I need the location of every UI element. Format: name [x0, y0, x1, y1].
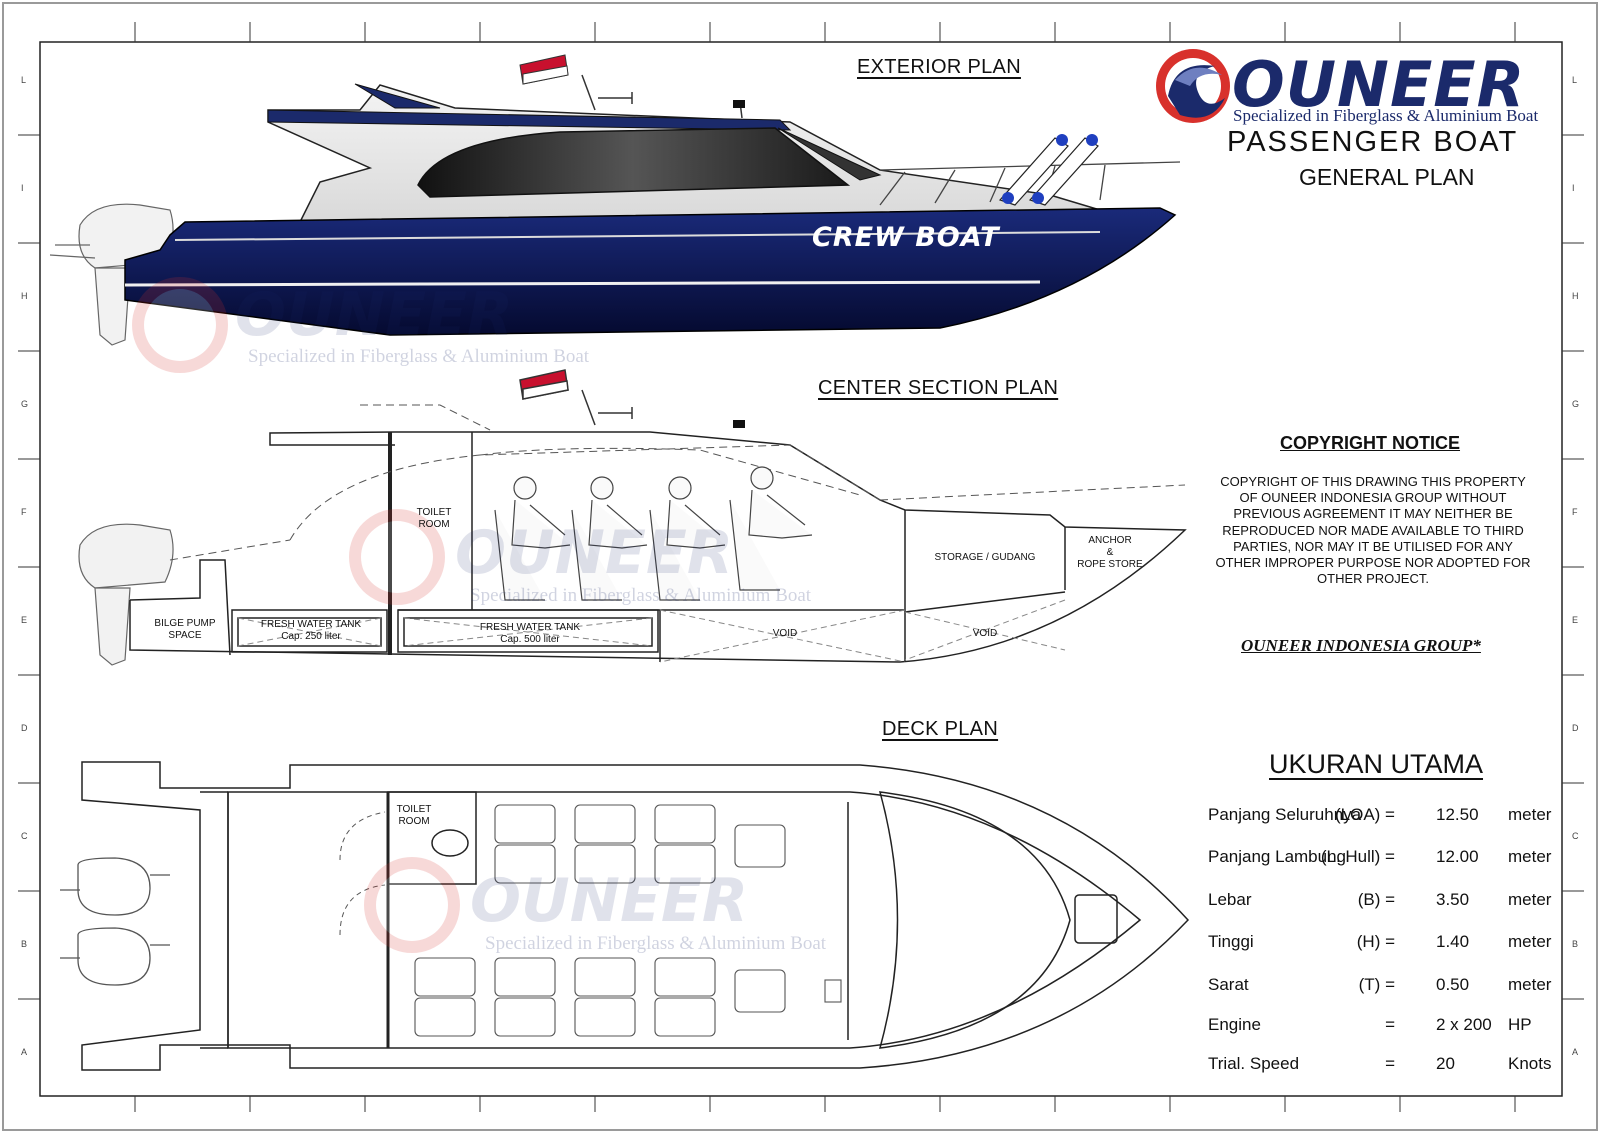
dim-row-speed: Trial. Speed = 20 Knots	[1208, 1054, 1558, 1084]
anchor-rope-store-label: ANCHOR & ROPE STORE	[1077, 535, 1143, 570]
ouneer-logo-emblem	[1156, 49, 1230, 123]
border-letter-right: I	[1572, 183, 1575, 193]
dim-row-engine: Engine = 2 x 200 HP	[1208, 1015, 1558, 1045]
border-ticks	[18, 22, 1584, 1112]
dim-label: Sarat	[1208, 975, 1249, 994]
dim-symbol: (B) =	[1357, 890, 1395, 909]
dim-value: 20	[1436, 1054, 1455, 1073]
border-letter-right: H	[1572, 291, 1579, 301]
outboard-engine-section	[78, 523, 174, 666]
dim-label: Panjang Lambung	[1208, 847, 1347, 866]
border-letter-left: L	[21, 75, 27, 85]
watermark-tagline-1: Specialized in Fiberglass & Aluminium Bo…	[248, 346, 590, 367]
logo-wordmark: OUNEER	[1232, 48, 1526, 121]
storage-label: STORAGE / GUDANG	[934, 552, 1036, 563]
dim-row-breadth: Lebar (B) = 3.50 meter	[1208, 890, 1558, 920]
company-name: OUNEER INDONESIA GROUP*	[1241, 636, 1481, 655]
dim-unit: meter	[1508, 805, 1552, 824]
border-letter-left: C	[21, 831, 28, 841]
dim-symbol: (H) =	[1356, 932, 1395, 951]
sheet-subtitle: GENERAL PLAN	[1299, 164, 1475, 190]
exterior-plan-heading: EXTERIOR PLAN	[857, 56, 1021, 78]
watermark-tagline-2: Specialized in Fiberglass & Aluminium Bo…	[470, 585, 812, 606]
dim-label: Engine	[1208, 1015, 1261, 1034]
exterior-boat-drawing	[49, 54, 1181, 346]
dim-row-draft: Sarat (T) = 0.50 meter	[1208, 975, 1558, 1005]
border-letter-right: D	[1572, 723, 1579, 733]
border-letter-right: F	[1572, 507, 1578, 517]
dim-value: 2 x 200	[1436, 1015, 1492, 1034]
dim-row-lhull: Panjang Lambung (L. Hull) = 12.00 meter	[1208, 847, 1558, 877]
watermark-emblems	[132, 277, 460, 953]
dim-unit: Knots	[1508, 1054, 1552, 1073]
deck-plan-drawing	[60, 761, 1190, 1071]
dim-symbol: (L. Hull) =	[1320, 847, 1395, 866]
deck-plan-heading: DECK PLAN	[882, 718, 999, 740]
dim-symbol: (LOA) =	[1335, 805, 1395, 824]
main-dimensions-title: UKURAN UTAMA	[1269, 749, 1484, 779]
watermark-logo-3: OUNEER	[470, 866, 749, 936]
watermark-tagline-3: Specialized in Fiberglass & Aluminium Bo…	[485, 933, 827, 954]
border-letter-right: L	[1572, 75, 1578, 85]
border-letter-left: I	[21, 183, 24, 193]
dim-value: 12.50	[1436, 805, 1479, 824]
watermark-logo-1: OUNEER	[235, 280, 514, 350]
border-letter-left: B	[21, 939, 28, 949]
deck-seats	[414, 804, 842, 1037]
fresh-water-tank-2-label: FRESH WATER TANK Cap. 500 liter	[479, 622, 581, 645]
seated-passengers	[494, 466, 813, 601]
border-letter-right: A	[1572, 1047, 1579, 1057]
dim-label: Lebar	[1208, 890, 1252, 909]
watermark-logo-2: OUNEER	[455, 518, 734, 588]
copyright-body: COPYRIGHT OF THIS DRAWING THIS PROPERTY …	[1215, 474, 1531, 587]
border-letter-left: D	[21, 723, 28, 733]
deck-toilet-room-label: TOILET ROOM	[396, 804, 432, 827]
dim-label: Trial. Speed	[1208, 1054, 1300, 1073]
border-letter-right: B	[1572, 939, 1579, 949]
border-letter-left: G	[21, 399, 29, 409]
logo-tagline: Specialized in Fiberglass & Aluminium Bo…	[1233, 106, 1539, 125]
hull-lettering: CREW BOAT	[812, 222, 1000, 253]
sheet-title: PASSENGER BOAT	[1227, 126, 1519, 158]
dim-symbol: (T) =	[1358, 975, 1395, 994]
dim-value: 12.00	[1436, 847, 1479, 866]
dim-symbol: =	[1385, 1054, 1395, 1073]
dim-value: 3.50	[1436, 890, 1470, 909]
dim-value: 0.50	[1436, 975, 1470, 994]
border-letter-left: A	[21, 1047, 28, 1057]
dim-unit: meter	[1508, 975, 1552, 994]
dim-unit: meter	[1508, 847, 1552, 866]
dim-symbol: =	[1385, 1015, 1395, 1034]
inner-frame	[39, 41, 1563, 1097]
border-letter-left: E	[21, 615, 28, 625]
center-section-heading: CENTER SECTION PLAN	[818, 377, 1059, 399]
void-2-label: VOID	[972, 628, 998, 639]
void-1-label: VOID	[772, 628, 798, 639]
dim-row-loa: Panjang Seluruhnya (LOA) = 12.50 meter	[1208, 805, 1558, 835]
border-letter-right: C	[1572, 831, 1579, 841]
dim-value: 1.40	[1436, 932, 1470, 951]
center-section-drawing	[78, 369, 1187, 666]
dim-row-height: Tinggi (H) = 1.40 meter	[1208, 932, 1558, 962]
border-letter-left: F	[21, 507, 27, 517]
border-letter-left: H	[21, 291, 28, 301]
dim-label: Tinggi	[1208, 932, 1254, 951]
section-toilet-room-label: TOILET ROOM	[416, 507, 452, 530]
border-letter-right: E	[1572, 615, 1579, 625]
border-letter-right: G	[1572, 399, 1580, 409]
fresh-water-tank-1-label: FRESH WATER TANK Cap. 250 liter	[260, 619, 362, 642]
dim-label: Panjang Seluruhnya	[1208, 805, 1362, 824]
dim-unit: meter	[1508, 890, 1552, 909]
dim-unit: meter	[1508, 932, 1552, 951]
bilge-pump-label: BILGE PUMP SPACE	[154, 618, 216, 641]
outboard-engine-exterior	[49, 203, 174, 346]
copyright-title: COPYRIGHT NOTICE	[1280, 433, 1461, 453]
dim-unit: HP	[1508, 1015, 1532, 1034]
